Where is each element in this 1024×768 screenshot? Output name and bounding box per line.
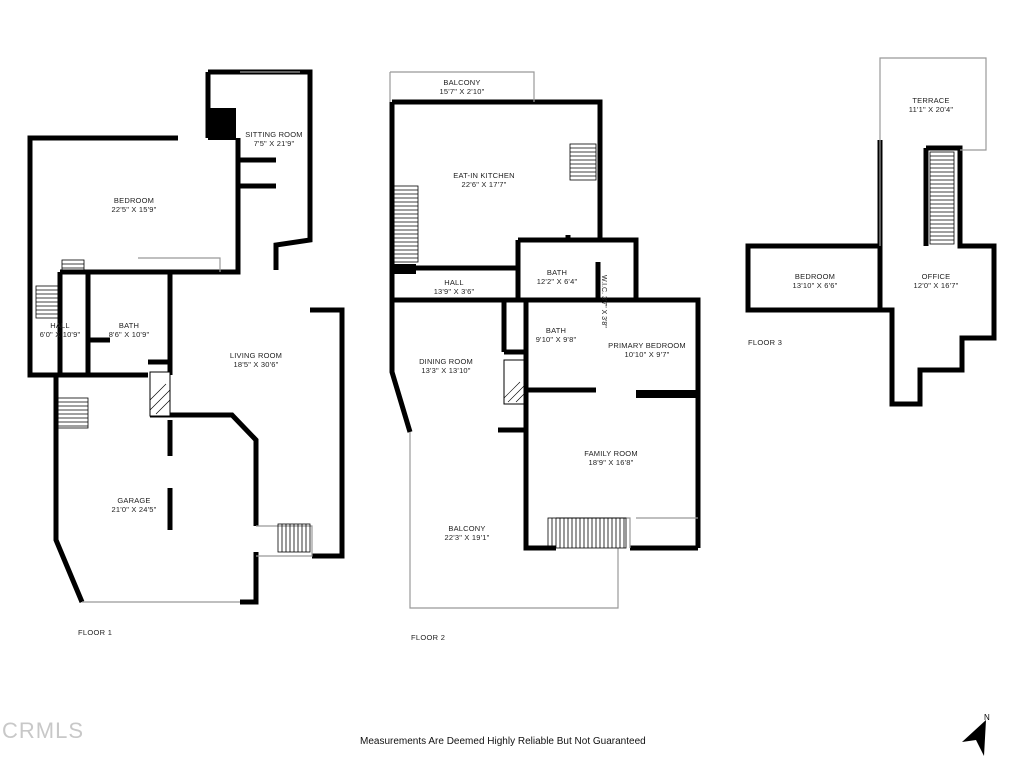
stairs bbox=[35, 143, 955, 553]
wall-block bbox=[394, 264, 416, 274]
watermark-logo: CRMLS bbox=[2, 718, 85, 743]
floor-2-label: FLOOR 2 bbox=[411, 633, 446, 642]
room-label-wic: W.I.C. 3'7" X 3'8" bbox=[600, 275, 607, 328]
wall-block bbox=[208, 108, 236, 140]
disclaimer-text: Measurements Are Deemed Highly Reliable … bbox=[360, 736, 646, 747]
floor-3-label: FLOOR 3 bbox=[748, 338, 783, 347]
floor-2-walls bbox=[389, 99, 701, 551]
floor-1-walls bbox=[27, 69, 345, 605]
fireplace-hatch bbox=[149, 381, 525, 415]
compass-icon: N bbox=[958, 712, 998, 763]
floor-1-label: FLOOR 1 bbox=[78, 628, 113, 637]
compass-north-label: N bbox=[984, 713, 990, 722]
